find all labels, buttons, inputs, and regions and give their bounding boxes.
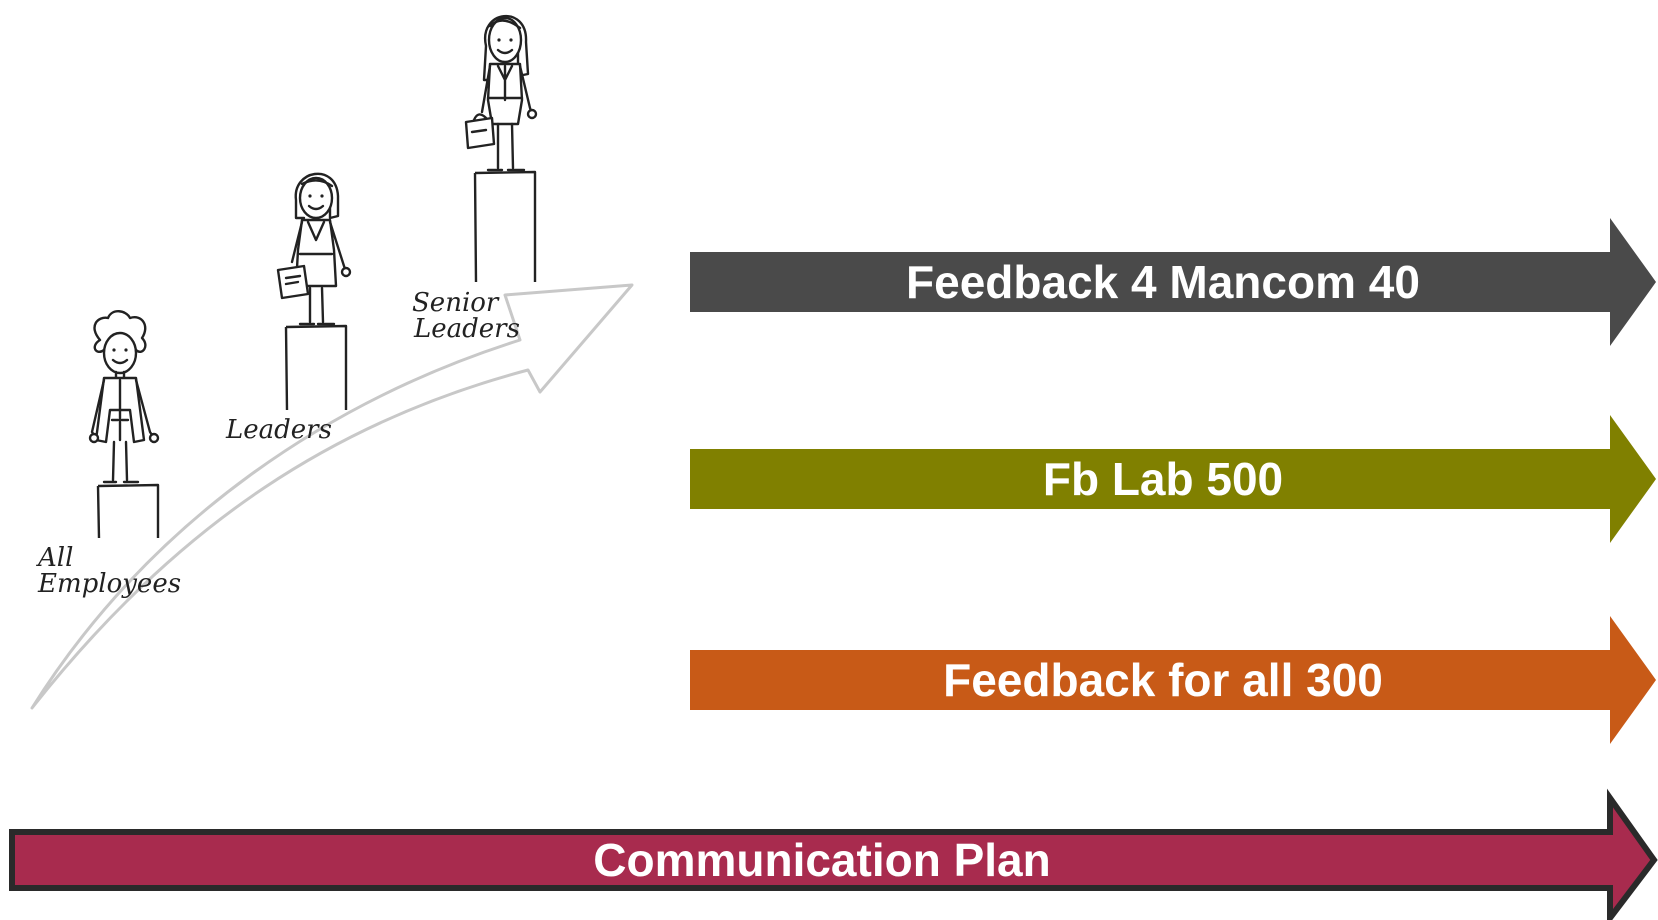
pedestal-senior-leaders — [473, 170, 537, 283]
arrow-feedback-mancom-shape — [690, 218, 1656, 346]
arrow-communication-plan: Communication Plan — [9, 788, 1658, 920]
label-leaders-line1: Leaders — [225, 415, 332, 445]
arrow-fb-lab: Fb Lab 500 — [690, 415, 1656, 543]
pedestal-all-employees — [96, 483, 160, 539]
arrow-fb-lab-label: Fb Lab 500 — [1043, 453, 1283, 505]
arrow-feedback-mancom-label: Feedback 4 Mancom 40 — [906, 256, 1420, 308]
label-all-employees-line2: Employees — [37, 569, 181, 599]
arrow-communication-plan-label: Communication Plan — [593, 834, 1050, 886]
figure-senior-leaders — [464, 15, 538, 172]
arrow-communication-plan-shape — [9, 788, 1658, 920]
label-senior-leaders-line1: Senior — [412, 288, 500, 318]
arrow-feedback-mancom: Feedback 4 Mancom 40 — [690, 218, 1656, 346]
label-senior-leaders-line2: Leaders — [413, 314, 520, 344]
arrow-feedback-all-label: Feedback for all 300 — [943, 654, 1383, 706]
arrow-fb-lab-shape — [690, 415, 1656, 543]
arrow-feedback-all-shape — [690, 616, 1656, 744]
pedestal-leaders — [284, 324, 348, 411]
figure-all-employees — [88, 310, 160, 484]
label-all-employees: All Employees — [36, 543, 181, 599]
figure-leaders — [276, 172, 352, 326]
arrow-feedback-all: Feedback for all 300 — [690, 616, 1656, 744]
label-leaders: Leaders — [225, 415, 332, 445]
growth-curve-arrow — [30, 283, 634, 710]
label-all-employees-line1: All — [36, 543, 73, 573]
label-senior-leaders: Senior Leaders — [412, 288, 520, 344]
